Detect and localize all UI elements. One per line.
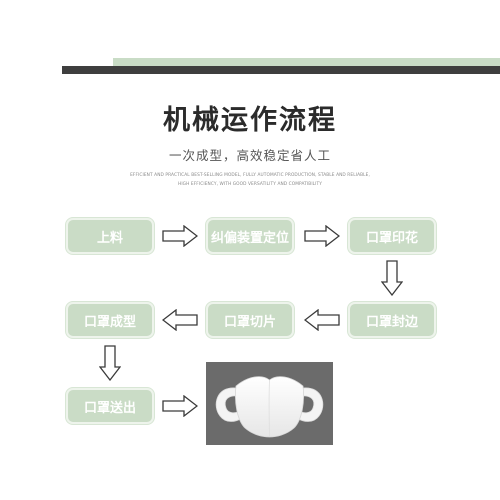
step-deviation-positioning: 纠偏装置定位 <box>206 218 294 254</box>
step-feeding: 上料 <box>66 218 154 254</box>
arrow-down-icon <box>99 345 121 381</box>
arrow-right-icon <box>304 225 340 247</box>
face-mask-icon <box>215 376 324 438</box>
mask-product-photo <box>206 362 333 445</box>
description-line-1: EFFICIENT AND PRACTICAL BEST-SELLING MOD… <box>130 173 370 178</box>
dark-band <box>62 66 500 74</box>
page-subtitle: 一次成型，高效稳定省人工 <box>168 148 331 163</box>
description-line-2: HIGH EFFICIENCY, WITH GOOD VERSATILITY A… <box>177 182 322 187</box>
arrow-right-icon <box>162 395 198 417</box>
step-mask-output: 口罩送出 <box>66 388 154 424</box>
arrow-right-icon <box>162 225 198 247</box>
step-mask-forming: 口罩成型 <box>66 302 154 338</box>
step-mask-edge-sealing: 口罩封边 <box>348 302 436 338</box>
step-mask-printing: 口罩印花 <box>348 218 436 254</box>
arrow-left-icon <box>304 309 340 331</box>
arrow-down-icon <box>381 260 403 296</box>
step-mask-slicing: 口罩切片 <box>206 302 294 338</box>
page-title: 机械运作流程 <box>163 105 337 136</box>
arrow-left-icon <box>162 309 198 331</box>
accent-band <box>113 58 500 66</box>
